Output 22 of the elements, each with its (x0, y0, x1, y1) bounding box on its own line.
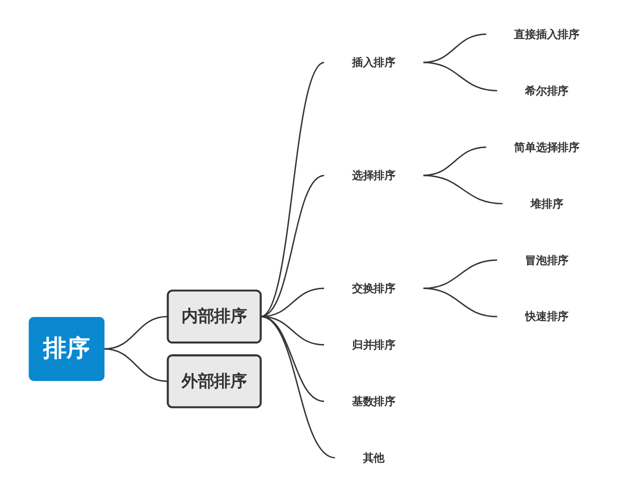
connector (104, 316, 168, 350)
connector (422, 259, 498, 290)
node-text: 选择排序 (352, 169, 396, 182)
connector (422, 174, 503, 204)
connector (422, 146, 487, 176)
connector (422, 33, 487, 64)
connector (260, 174, 325, 318)
node-text: 堆排序 (530, 197, 564, 210)
node-text: 归并排序 (352, 338, 396, 352)
node-text: 希尔排序 (524, 84, 569, 98)
node-text: 其他 (362, 451, 385, 464)
node-text: 基数排序 (352, 394, 396, 408)
node-text: 交换排序 (352, 282, 396, 295)
node-text: 简单选择排序 (514, 140, 580, 154)
connector (422, 62, 498, 92)
connector (422, 288, 498, 318)
connector (104, 348, 168, 382)
connector (260, 62, 325, 318)
connector (260, 316, 336, 458)
node-text: 冒泡排序 (524, 254, 569, 266)
node-text: 插入排序 (352, 56, 396, 69)
node-text: 直接插入排序 (514, 28, 580, 41)
